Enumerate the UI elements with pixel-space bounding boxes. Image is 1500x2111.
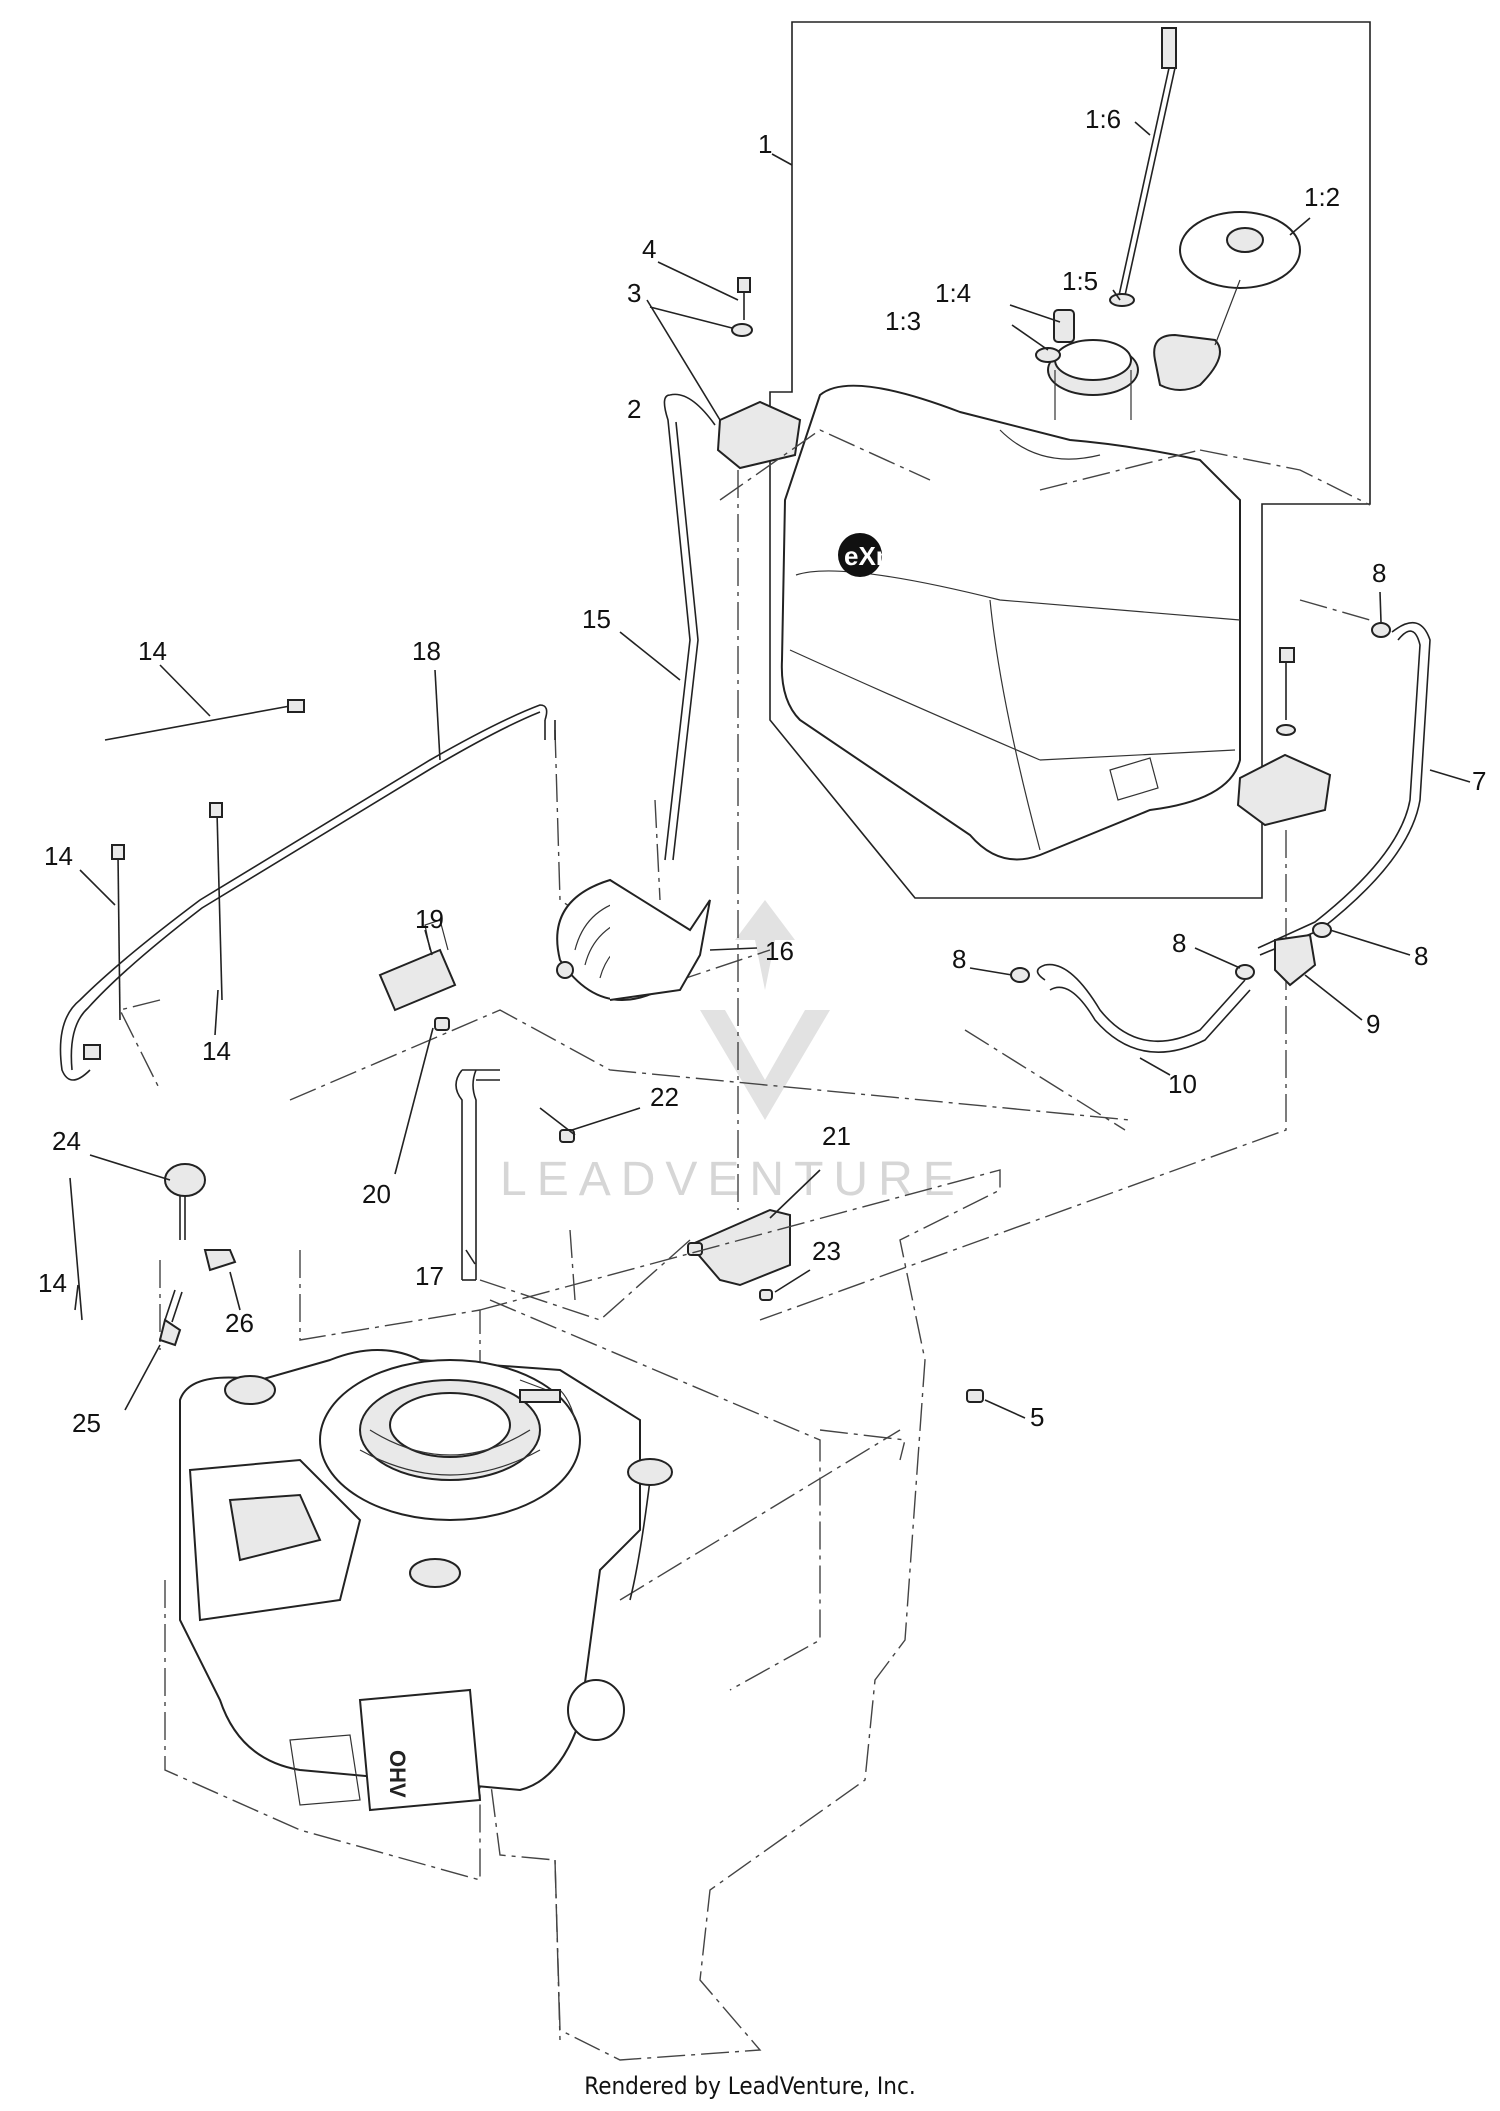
callout-5: 5 — [1030, 1402, 1044, 1432]
fuel-hose-17 — [455, 1069, 500, 1280]
footer-credit: Rendered by LeadVenture, Inc. — [584, 2072, 916, 2100]
callout-15: 15 — [582, 604, 611, 634]
callout-8-left: 8 — [952, 944, 966, 974]
callout-10: 10 — [1168, 1069, 1197, 1099]
callout-1-5: 1:5 — [1062, 266, 1098, 296]
callout-18: 18 — [412, 636, 441, 666]
callout-21: 21 — [822, 1121, 851, 1151]
callout-25: 25 — [72, 1408, 101, 1438]
fuel-lines — [1010, 622, 1431, 1053]
wire-harness-inner — [70, 711, 556, 1071]
callout-1-3: 1:3 — [885, 306, 921, 336]
tank-bracket-right — [1236, 647, 1332, 827]
chassis-frame — [164, 1169, 1001, 2061]
callout-17: 17 — [415, 1261, 444, 1291]
callout-labels: 1 1:2 1:3 1:4 1:5 1:6 2 3 4 5 7 8 8 8 8 … — [38, 104, 1486, 1438]
callout-1-4: 1:4 — [935, 278, 971, 308]
cable-ties — [69, 699, 305, 1321]
filter-clip — [378, 919, 457, 1031]
callout-2: 2 — [627, 394, 641, 424]
bushing — [1035, 347, 1061, 363]
callout-14-mid: 14 — [202, 1036, 231, 1066]
callout-22: 22 — [650, 1082, 679, 1112]
fuel-fitting — [1053, 309, 1075, 343]
tank-logo-text: eXmark — [844, 541, 938, 571]
engine-mark: OHV — [385, 1750, 410, 1798]
callout-7: 7 — [1472, 766, 1486, 796]
tank-logo: eXmark — [838, 533, 938, 577]
engine: OHV — [179, 1349, 673, 1812]
grommet — [1109, 293, 1135, 307]
callout-14-low: 14 — [38, 1268, 67, 1298]
callout-8-right: 8 — [1414, 941, 1428, 971]
callout-8-mid: 8 — [1172, 928, 1186, 958]
leader-lines — [74, 121, 1471, 1419]
callout-23: 23 — [812, 1236, 841, 1266]
tank-assembly-outline — [769, 21, 1371, 899]
callout-9: 9 — [1366, 1009, 1380, 1039]
callout-1-2: 1:2 — [1304, 182, 1340, 212]
callout-3: 3 — [627, 278, 641, 308]
callout-24: 24 — [52, 1126, 81, 1156]
callout-26: 26 — [225, 1308, 254, 1338]
callout-16: 16 — [765, 936, 794, 966]
fuel-gauge-rod — [1117, 27, 1177, 301]
callout-14-left: 14 — [44, 841, 73, 871]
watermark-text: LEADVENTURE — [500, 1153, 965, 1206]
fuel-tank: eXmark — [780, 339, 1241, 861]
callout-20: 20 — [362, 1179, 391, 1209]
callout-1: 1 — [758, 129, 772, 159]
frame-nut — [966, 1389, 984, 1403]
callout-19: 19 — [415, 904, 444, 934]
callout-14-top: 14 — [138, 636, 167, 666]
fuel-filter — [556, 878, 711, 1001]
wire-harness — [59, 704, 548, 1081]
callout-8-top: 8 — [1372, 558, 1386, 588]
throttle-parts — [158, 1163, 237, 1347]
callout-4: 4 — [642, 234, 656, 264]
wire-connector — [83, 1044, 101, 1060]
engine-mount-bracket — [559, 1129, 791, 1301]
tank-bracket-left — [716, 277, 802, 470]
watermark: LEADVENTURE — [500, 900, 965, 1206]
vent-hose — [663, 393, 716, 861]
callout-1-6: 1:6 — [1085, 104, 1121, 134]
fuel-cap — [1153, 211, 1301, 391]
